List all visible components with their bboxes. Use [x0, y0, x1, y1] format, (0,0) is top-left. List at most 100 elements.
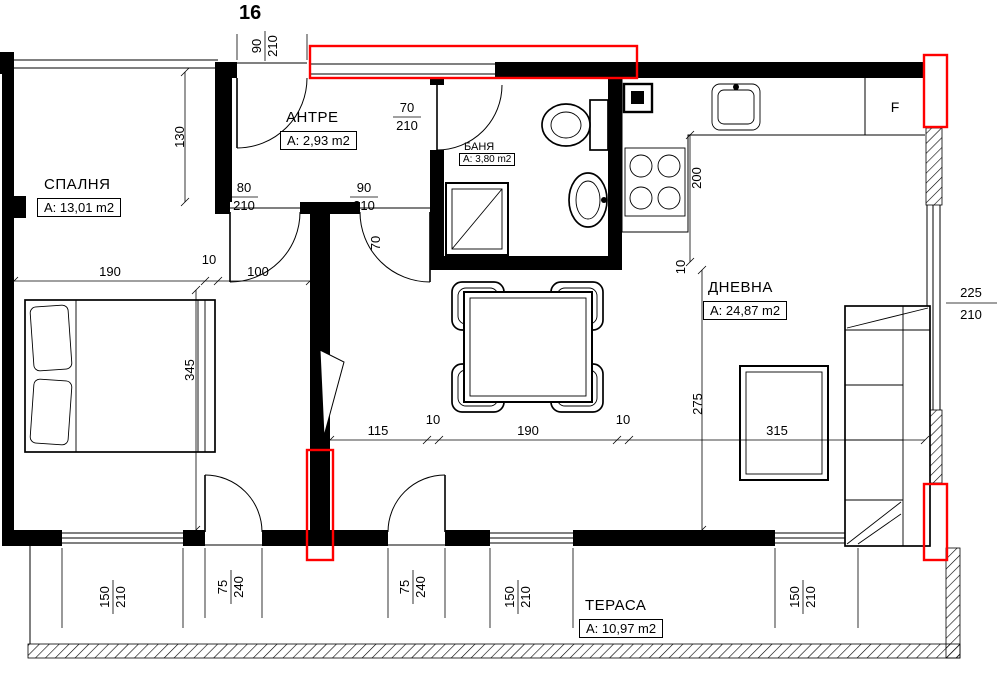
room-area-bedroom: A: 13,01 m2 — [37, 198, 122, 217]
wall-bottom-f — [573, 530, 775, 546]
dim-value: 210 — [518, 586, 533, 608]
dim-living-door: 90 210 — [350, 180, 378, 213]
wall-hall-left — [215, 62, 232, 202]
wall-right-hatch-top — [925, 127, 943, 206]
dim-value: 75 — [397, 580, 412, 594]
dim-terrace-door-bedroom: 75 240 — [215, 570, 246, 604]
dim-value: 210 — [960, 307, 982, 322]
dim-value: 130 — [172, 126, 187, 148]
wall-left — [2, 52, 14, 546]
dim-living-window-1: 150 210 — [502, 580, 533, 614]
wall-bottom-e — [445, 530, 490, 546]
dim-value: 210 — [353, 198, 375, 213]
dim-value: 275 — [690, 393, 705, 415]
wall-top-left-stub — [0, 52, 14, 74]
dim-value: 150 — [787, 586, 802, 608]
highlight-wall-center — [305, 448, 335, 562]
wall-bath-left-top — [430, 78, 444, 85]
center-wall-door-leaf — [319, 349, 345, 437]
wall-bath-right — [608, 78, 622, 270]
dim-bath-door: 70 210 — [393, 100, 421, 133]
dining-set — [451, 281, 604, 413]
coffee-table — [739, 365, 829, 481]
cooktop — [624, 147, 686, 217]
dim-value: 210 — [233, 198, 255, 213]
dim-value: 10 — [426, 412, 440, 427]
dim-value: 190 — [99, 264, 121, 279]
wall-center — [310, 202, 330, 546]
dim-value: 10 — [202, 252, 216, 267]
dimension-lines — [9, 34, 997, 628]
dim-value: 210 — [803, 586, 818, 608]
room-label-bath: БАНЯ — [464, 141, 495, 153]
wall-top-kitchen — [637, 62, 925, 78]
dim-living-window-2: 150 210 — [787, 580, 818, 614]
bed — [24, 299, 216, 453]
apartment-number: 16 — [239, 2, 262, 24]
dim-value: 10 — [616, 412, 630, 427]
dim-value: 200 — [689, 167, 704, 189]
dining-table — [463, 291, 593, 403]
living-door — [359, 211, 431, 283]
bath-sink — [568, 172, 608, 228]
dim-terrace-door-living: 75 240 — [397, 570, 428, 604]
wall-hall-bottom-c — [330, 202, 360, 214]
pillow — [29, 304, 73, 372]
terrace-door-living — [387, 474, 446, 533]
furniture: F — [24, 78, 931, 547]
dim-value: 80 — [237, 180, 251, 195]
terrace-door-bedroom — [204, 474, 263, 533]
wall-bottom-a — [14, 530, 62, 546]
dim-value: 240 — [413, 576, 428, 598]
highlighted-walls — [305, 44, 949, 562]
dim-value: 90 — [357, 180, 371, 195]
dim-value: 210 — [396, 118, 418, 133]
dim-value: 70 — [368, 236, 383, 250]
dim-value: 210 — [265, 35, 280, 57]
highlight-wall-right-bottom — [922, 482, 949, 562]
dim-value: 115 — [368, 423, 389, 438]
room-label-hall: АНТРЕ — [286, 109, 339, 126]
dim-value: 90 — [249, 39, 264, 53]
toilet — [541, 99, 609, 151]
dim-value: 345 — [182, 359, 197, 381]
room-label-bedroom: СПАЛНЯ — [44, 176, 111, 193]
highlight-wall-top — [308, 44, 639, 80]
kitchen-sink — [711, 83, 761, 131]
room-area-bath: A: 3,80 m2 — [459, 153, 516, 166]
wall-hall-bottom-b — [300, 202, 310, 214]
dim-bedroom-door: 80 210 — [230, 180, 258, 213]
dim-value: 150 — [97, 586, 112, 608]
entry-door — [236, 77, 308, 149]
room-area-terrace: A: 10,97 m2 — [579, 619, 664, 638]
wall-left-pier — [14, 196, 26, 218]
dim-right-window: 225 210 — [960, 285, 982, 322]
dim-value: 70 — [400, 100, 414, 115]
room-area-hall: A: 2,93 m2 — [280, 131, 357, 150]
pillow — [29, 378, 73, 446]
room-area-living: A: 24,87 m2 — [703, 301, 788, 320]
sofa — [844, 305, 931, 547]
window-bedroom — [62, 532, 183, 544]
highlight-wall-right-top — [922, 53, 949, 129]
wall-bottom-b — [183, 530, 205, 546]
shaft — [622, 82, 654, 114]
dim-value: 190 — [517, 423, 539, 438]
fridge-label: F — [891, 99, 900, 115]
room-label-terrace: ТЕРАСА — [585, 597, 647, 614]
wall-bath-left — [430, 150, 444, 270]
room-label-living: ДНЕВНА — [708, 279, 773, 296]
dim-value: 315 — [766, 423, 788, 438]
dim-value: 150 — [502, 586, 517, 608]
dim-entry-door: 90 210 — [249, 31, 280, 61]
wall-top-center — [495, 62, 637, 78]
dim-value: 240 — [231, 576, 246, 598]
bath-door — [436, 84, 503, 151]
doors — [204, 77, 503, 533]
dim-value: 100 — [247, 264, 269, 279]
dim-value: 75 — [215, 580, 230, 594]
wall-bottom-c — [262, 530, 310, 546]
kitchen-counter — [621, 78, 925, 233]
